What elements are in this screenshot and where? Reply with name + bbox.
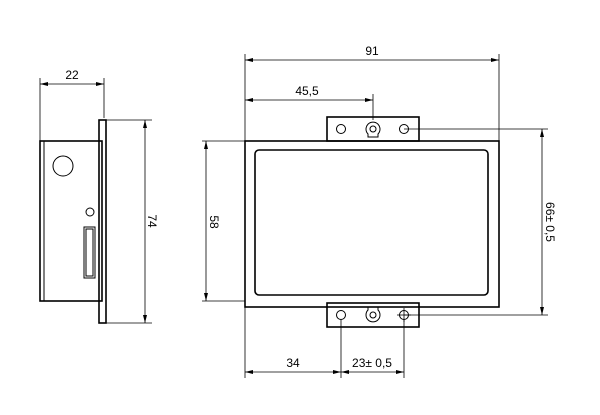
dim-bottom-spacing: 23± 0,5 xyxy=(352,356,392,370)
side-view-connector-circle xyxy=(52,155,74,177)
dim-bottom-left: 34 xyxy=(286,356,300,370)
dim-side-width: 22 xyxy=(65,68,79,82)
top-left-hole xyxy=(336,124,346,134)
dim-hole-offset: 45,5 xyxy=(295,84,319,98)
dim-hole-spacing: 66± 0,5 xyxy=(543,202,557,242)
front-view: 91 45,5 58 66± 0,5 34 23± 0,5 xyxy=(202,44,557,378)
dim-total-width: 91 xyxy=(365,44,379,58)
front-view-panel xyxy=(254,149,489,296)
side-view-led-circle xyxy=(85,207,95,217)
side-view-slot xyxy=(83,226,96,279)
side-view-flange xyxy=(98,119,107,324)
dim-body-height: 58 xyxy=(207,215,221,229)
bottom-keyhole xyxy=(365,306,381,323)
bottom-left-hole xyxy=(336,310,346,320)
side-view-body xyxy=(39,140,103,302)
dim-side-height: 74 xyxy=(145,214,159,228)
side-view: 22 74 xyxy=(39,68,159,324)
front-view-body xyxy=(244,140,500,308)
top-keyhole xyxy=(365,121,381,138)
